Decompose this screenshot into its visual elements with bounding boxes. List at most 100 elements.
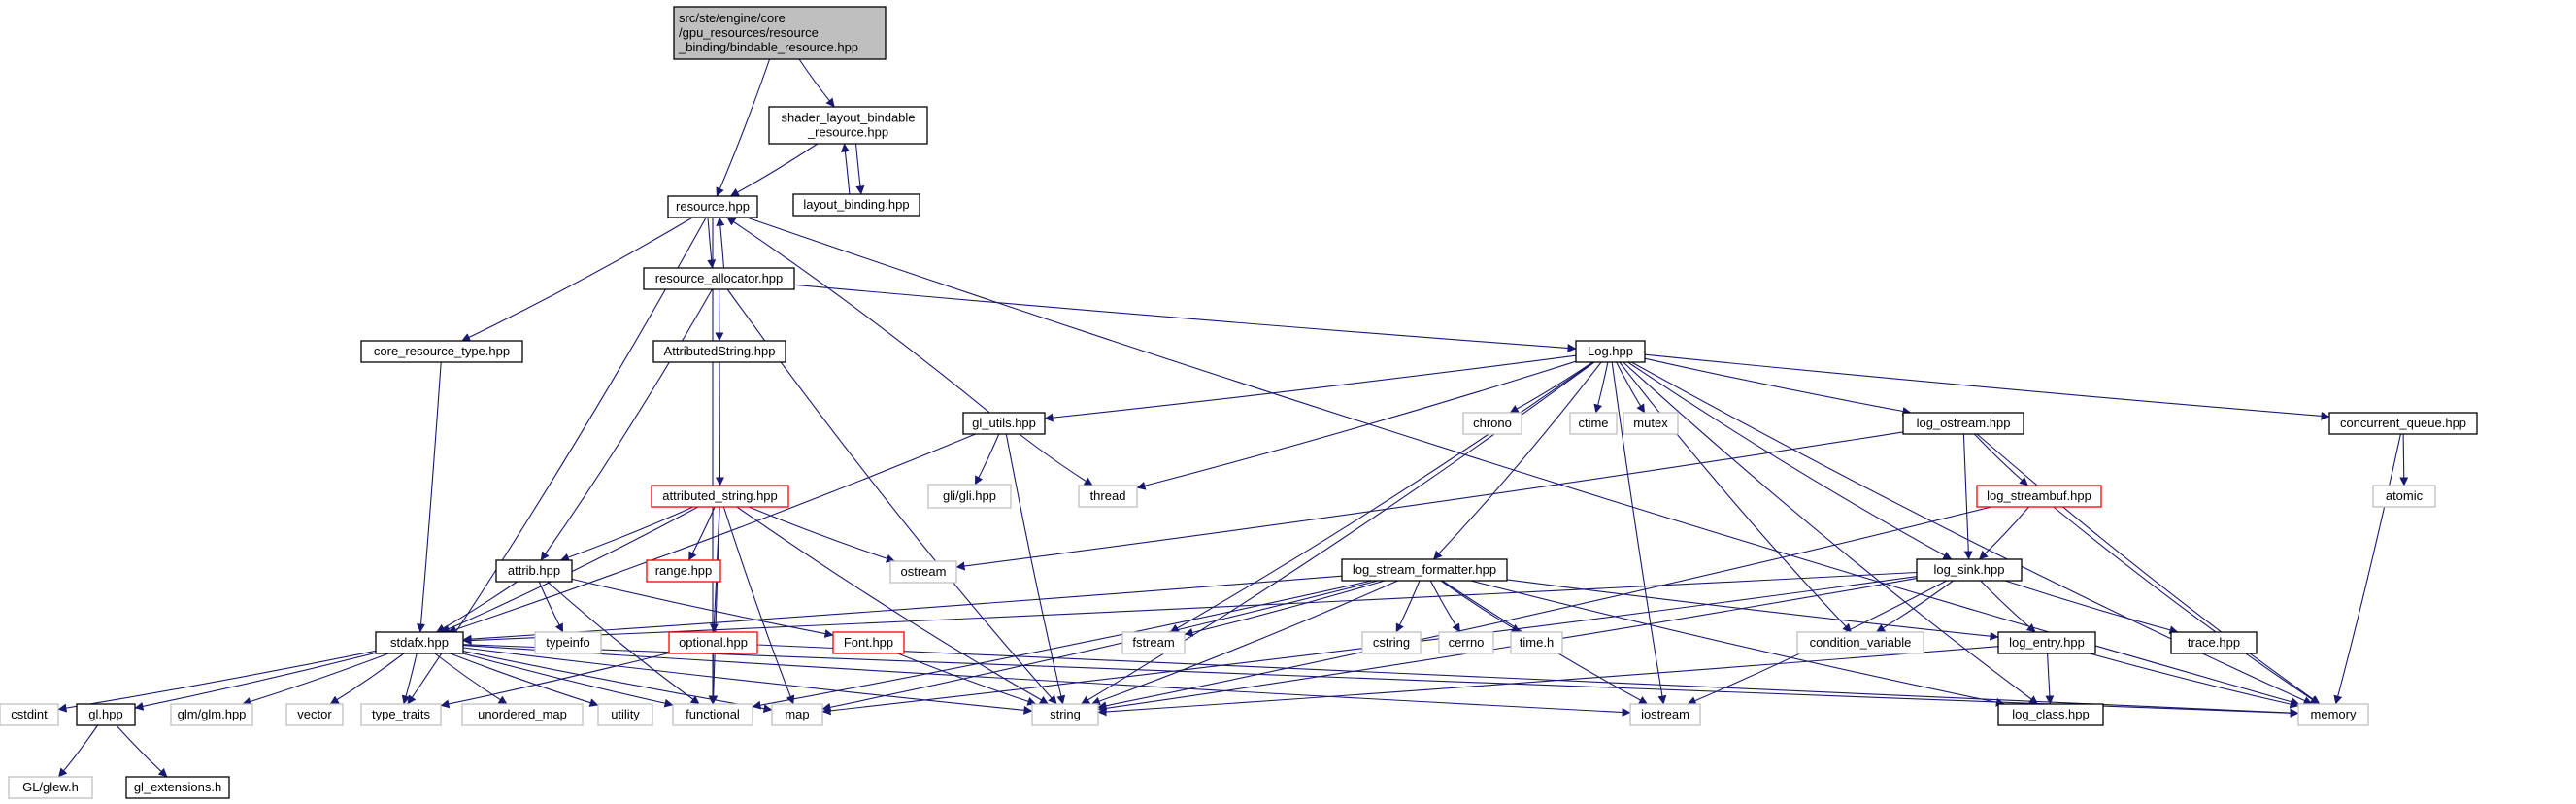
edge-arrow [134,652,377,711]
edge-arrow [1627,361,1953,560]
node-box [1796,631,1924,654]
edge-arrow [756,644,2299,718]
node-Font[interactable]: Font.hpp [832,631,905,654]
edge-arrow [450,653,599,707]
node-box [360,703,442,726]
node-label: thread [1090,488,1126,503]
node-gli: gli/gli.hpp [927,484,1012,509]
node-box [1078,485,1138,508]
node-typeinfo: typeinfo [534,631,602,654]
node-box [1623,412,1679,435]
edge-arrow [2053,506,2320,705]
node-label: string [1050,707,1081,721]
edge-arrow [1005,433,1066,705]
edge-Log-to-log-sink [1627,361,1953,560]
node-optional[interactable]: optional.hpp [668,631,758,654]
node-string: string [1031,703,1099,726]
edge-resource-to-core-resource-type [461,217,693,342]
node-concurrent-queue[interactable]: concurrent_queue.hpp [2328,412,2478,435]
node-layout-binding[interactable]: layout_binding.hpp [792,193,920,217]
node-cstdint: cstdint [0,703,59,726]
node-label: core_resource_type.hpp [374,344,510,358]
edge-arrow [462,651,773,714]
node-iostream: iostream [1629,703,1701,726]
edge-arrow [748,506,895,563]
node-label: log_entry.hpp [2009,635,2085,650]
edge-arrow [1976,433,2321,705]
node-gl[interactable]: gl.hpp [76,703,136,726]
edge-gl-utils-to-gli [974,433,1000,486]
node-log-stream-formatter[interactable]: log_stream_formatter.hpp [1341,558,1508,582]
node-box [651,485,789,508]
edge-attributed-string-to-functional [709,506,720,705]
node-box [0,703,59,726]
node-box [667,195,758,218]
edge-arrow [1509,361,1593,414]
node-stdafx[interactable]: stdafx.hpp [375,631,464,654]
node-box [8,776,93,799]
node-log-streambuf[interactable]: log_streambuf.hpp [1976,485,2102,508]
node-gl-extensions[interactable]: gl_extensions.h [125,776,230,799]
node-range[interactable]: range.hpp [646,559,721,583]
edge-arrow [1019,433,1093,486]
node-type-traits: type_traits [360,703,442,726]
edge-arrow [1979,506,2030,560]
node-box [495,559,573,583]
node-attrib[interactable]: attrib.hpp [495,559,573,583]
edge-log-stream-formatter-to-cerrno [1429,580,1461,633]
edge-arrow [2399,433,2409,486]
node-box [170,703,253,726]
node-gl-utils[interactable]: gl_utils.hpp [962,412,1046,435]
edge-arrow [434,653,508,705]
edge-Log-to-ctime [1593,361,1609,414]
edge-arrow [462,645,1631,717]
node-label: attrib.hpp [508,563,560,578]
edge-Log-to-mutex [1616,361,1646,414]
edge-arrow [1044,354,1577,422]
edge-arrow [242,653,389,706]
edge-arrow [2004,580,2179,635]
edge-arrow [447,433,976,634]
node-box [792,193,920,217]
node-core-resource-type[interactable]: core_resource_type.hpp [360,340,523,363]
node-shader-layout[interactable]: shader_layout_bindable_resource.hpp [768,106,928,145]
edge-stdafx-to-glm [242,653,389,706]
edge-stdafx-to-utility [450,653,599,707]
node-resource-allocator[interactable]: resource_allocator.hpp [643,267,795,290]
edge-arrow [841,143,851,195]
edge-arrow [461,217,693,342]
node-label: glm/glm.hpp [178,707,247,721]
node-log-ostream[interactable]: log_ostream.hpp [1902,412,2024,435]
edge-arrow [1631,361,2313,705]
edge-log-stream-formatter-to-stdafx [462,575,1343,644]
edge-resource-allocator-to-Log [793,284,1577,352]
node-box [597,703,653,726]
edge-arrow [329,653,405,705]
edge-arrow [746,217,2300,707]
node-box [672,703,753,726]
edge-Log-to-log-class [1623,361,2039,705]
edge-log-streambuf-to-log-sink [1979,506,2030,560]
edge-arrow [715,361,724,486]
edge-log-stream-formatter-to-map [821,580,1379,712]
node-Log[interactable]: Log.hpp [1575,340,1646,363]
node-label: iostream [1641,707,1689,721]
node-label: log_streambuf.hpp [1987,488,2091,503]
node-log-sink[interactable]: log_sink.hpp [1916,558,2023,582]
edge-Log-to-thread [1136,360,1577,490]
node-label: _binding/bindable_resource.hpp [678,40,858,54]
node-log-class[interactable]: log_class.hpp [1997,703,2104,726]
node-box [2328,412,2478,435]
node-main[interactable]: src/ste/engine/core/gpu_resources/resour… [673,6,887,60]
edge-stdafx-to-functional [462,653,674,708]
node-log-entry[interactable]: log_entry.hpp [1997,631,2096,654]
node-AttributedString[interactable]: AttributedString.hpp [652,340,786,363]
node-box [768,106,928,145]
node-trace[interactable]: trace.hpp [2170,631,2258,654]
node-box [673,6,887,60]
edge-arrow [1611,361,1667,705]
node-vector: vector [285,703,344,726]
node-resource[interactable]: resource.hpp [667,195,758,218]
edge-log-sink-to-log-entry [1980,580,2036,633]
node-attributed-string[interactable]: attributed_string.hpp [651,485,789,508]
